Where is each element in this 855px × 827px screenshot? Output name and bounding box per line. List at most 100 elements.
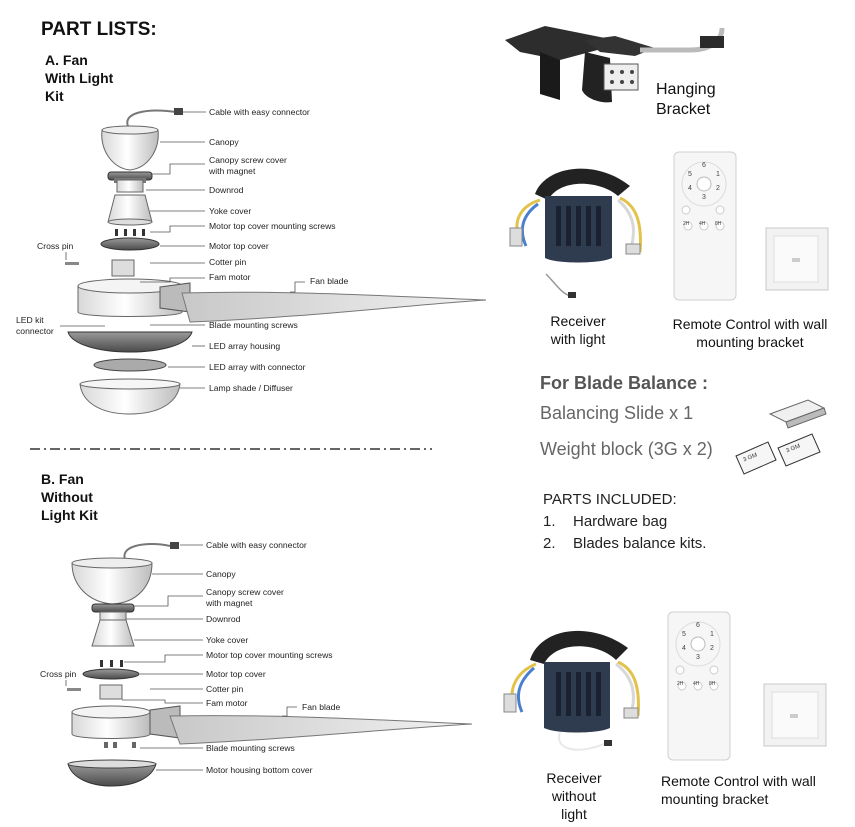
label-top-cover: Motor top cover <box>206 669 266 679</box>
remote-keypad: 6 5 1 4 2 3 2H 4H 8H <box>674 152 736 300</box>
label-motor: Fam motor <box>206 698 248 708</box>
parts-included-title: PARTS INCLUDED: <box>543 491 677 508</box>
remote-key-label: 3 <box>702 194 706 201</box>
receiver-without-light-caption: Receiver without light <box>536 769 612 823</box>
section-a-heading-line: Kit <box>45 88 64 104</box>
list-item-number: 1. <box>543 513 556 530</box>
label-downrod: Downrod <box>206 614 241 624</box>
wall-bracket-icon <box>765 227 829 291</box>
remote-key-label: 4 <box>682 645 686 652</box>
label-led-housing: LED array housing <box>209 341 281 351</box>
caption-line: Hanging <box>656 81 716 98</box>
label-cross-pin: Cross pin <box>37 241 74 251</box>
caption-line: without <box>551 788 597 804</box>
motor-bottom-cover-icon <box>67 763 157 787</box>
fan-motor-icon <box>77 285 183 317</box>
remote-key-label: 3 <box>696 654 700 661</box>
caption-line: Remote Control with wall <box>661 773 816 789</box>
section-b-heading-line: Light Kit <box>41 507 98 523</box>
canopy-icon <box>101 129 159 171</box>
receiver-without-light-icon <box>503 630 640 751</box>
led-housing-icon <box>67 331 193 353</box>
label-cotter: Cotter pin <box>209 257 247 267</box>
list-item: 2.Blades balance kits. <box>543 533 706 555</box>
label-downrod: Downrod <box>209 185 244 195</box>
remote-key-label: 4H <box>699 221 706 227</box>
label-screw-cover: Canopy screw cover <box>206 587 284 597</box>
remote-key-label: 5 <box>688 171 692 178</box>
remote-keypad: 6 5 1 4 2 3 2H 4H 8H <box>668 612 730 760</box>
section-a-heading-line: With Light <box>45 70 114 86</box>
label-screw-cover-2: with magnet <box>206 598 253 608</box>
remote-control-icon <box>667 611 731 761</box>
label-canopy: Canopy <box>209 137 239 147</box>
downrod-icon <box>99 611 127 621</box>
screw-cover-icon <box>91 603 135 613</box>
page-title: PART LISTS: <box>41 19 157 40</box>
label-lamp-shade: Lamp shade / Diffuser <box>209 383 293 393</box>
list-item-text: Blades balance kits. <box>573 535 707 552</box>
led-array-icon <box>93 358 167 372</box>
label-screw-cover-2: with magnet <box>209 166 256 176</box>
caption-line: Remote Control with wall <box>672 316 828 332</box>
label-led-array: LED array with connector <box>209 362 306 372</box>
remote-key-label: 8H <box>709 681 716 687</box>
label-led-kit: LED kit <box>16 315 44 325</box>
remote-key-label: 2 <box>710 645 714 652</box>
caption-line: Bracket <box>656 101 711 118</box>
yoke-cover-icon <box>107 194 153 223</box>
remote-key-label: 6 <box>696 622 700 629</box>
weight-block-text: Weight block (3G x 2) <box>540 439 713 459</box>
remote-key-label: 4H <box>693 681 700 687</box>
cross-pin-icon <box>65 262 79 265</box>
remote-caption: Remote Control with wall mounting bracke… <box>661 772 841 808</box>
label-blade: Fan blade <box>310 276 349 286</box>
remote-key-label: 6 <box>702 162 706 169</box>
motor-top-cover-icon <box>82 668 140 680</box>
fan-blade-icon <box>169 715 473 745</box>
caption-line: mounting bracket <box>661 791 769 807</box>
label-cotter: Cotter pin <box>206 684 244 694</box>
list-item-text: Hardware bag <box>573 513 668 530</box>
connector-icon <box>174 108 183 115</box>
caption-line: with light <box>550 331 606 347</box>
label-top-cover: Motor top cover <box>209 241 269 251</box>
section-a-heading: A. Fan With Light Kit <box>45 51 113 105</box>
label-yoke: Yoke cover <box>206 635 249 645</box>
label-cable: Cable with easy connector <box>209 107 310 117</box>
hanging-bracket-caption: Hanging Bracket <box>656 80 716 120</box>
cable-icon <box>126 109 177 131</box>
wall-bracket-icon <box>763 683 827 747</box>
remote-key-label: 2H <box>677 681 684 687</box>
label-yoke: Yoke cover <box>209 206 252 216</box>
receiver-with-light-caption: Receiver with light <box>540 312 616 348</box>
caption-line: Receiver <box>546 770 602 786</box>
caption-line: light <box>561 806 587 822</box>
label-blade-screws: Blade mounting screws <box>209 320 298 330</box>
remote-key-label: 1 <box>716 171 720 178</box>
label-blade-screws: Blade mounting screws <box>206 743 295 753</box>
remote-control-icon <box>673 151 737 301</box>
remote-caption: Remote Control with wall mounting bracke… <box>662 315 838 351</box>
receiver-with-light-icon <box>509 168 642 298</box>
label-canopy: Canopy <box>206 569 236 579</box>
balancing-slide-text: Balancing Slide x 1 <box>540 403 694 423</box>
balancing-slide-icon <box>768 399 827 429</box>
cross-pin-icon <box>67 688 81 691</box>
label-bottom-cover: Motor housing bottom cover <box>206 765 313 775</box>
label-mount-screws: Motor top cover mounting screws <box>209 221 336 231</box>
yoke-cover-icon <box>91 619 135 647</box>
hanging-bracket-icon <box>505 26 725 103</box>
caption-line: Receiver <box>550 313 606 329</box>
remote-key-label: 1 <box>710 631 714 638</box>
caption-line: mounting bracket <box>696 334 804 350</box>
motor-top-cover-icon <box>100 237 160 251</box>
connector-icon <box>170 542 179 549</box>
remote-key-label: 2 <box>716 185 720 192</box>
remote-key-label: 5 <box>682 631 686 638</box>
parts-list: 1. Hardware bag 2.Blades balance kits. <box>543 511 706 555</box>
downrod-icon <box>116 179 144 193</box>
remote-key-label: 2H <box>683 221 690 227</box>
label-blade: Fan blade <box>302 702 341 712</box>
